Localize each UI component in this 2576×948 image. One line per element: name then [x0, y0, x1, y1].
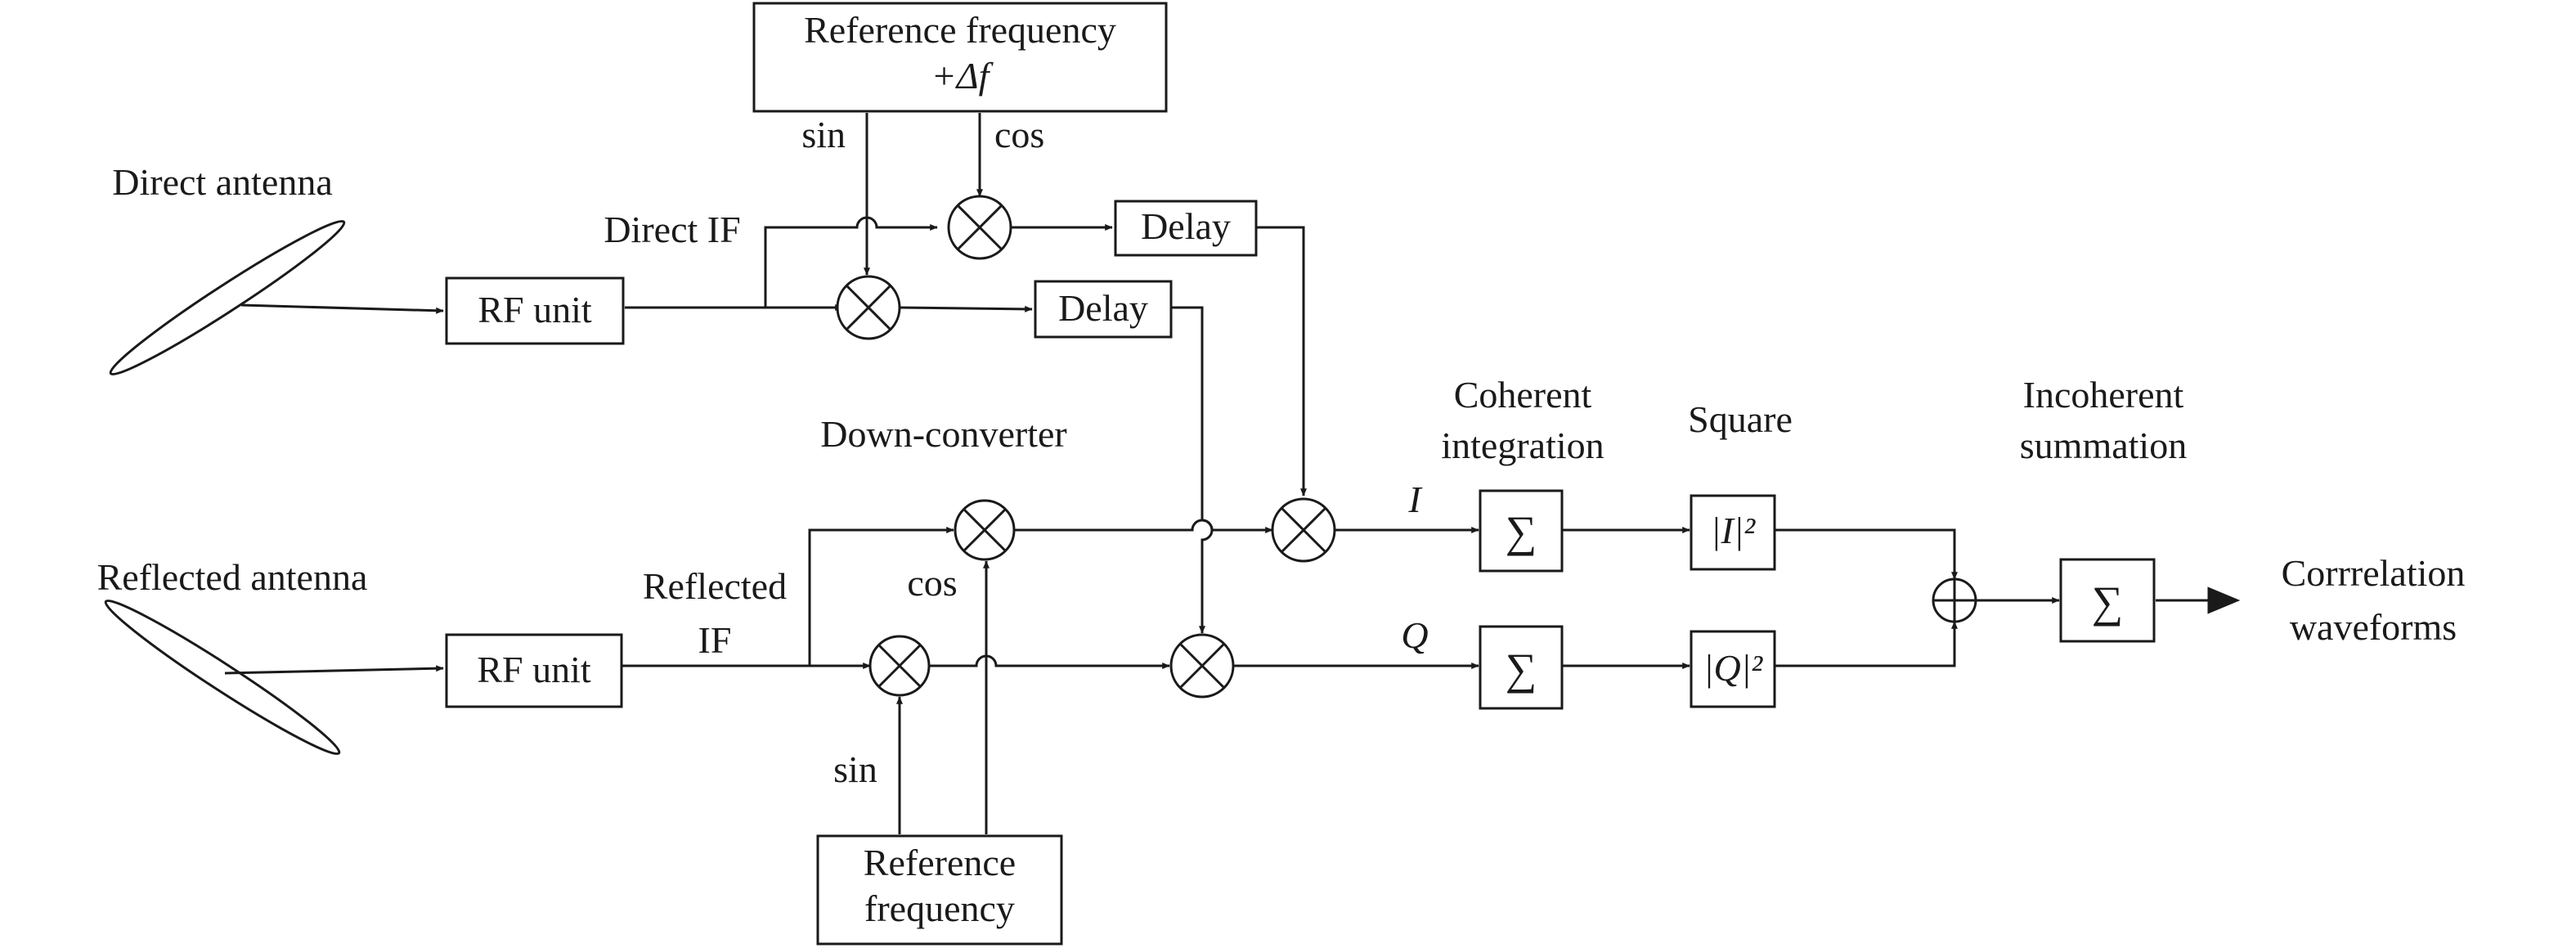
mixer-direct-cos-icon [947, 195, 1012, 260]
delay-mid-block: Delay [1034, 280, 1173, 339]
down-converter-label: Down-converter [820, 413, 1066, 455]
mixer-correlator-i-icon [1271, 497, 1336, 563]
direct-antenna-dish-icon [109, 219, 346, 376]
sin-top-label: sin [801, 114, 846, 155]
square-i-block: |I|² [1690, 494, 1776, 571]
coherent-label-line1: Coherent [1454, 374, 1592, 416]
wire-delay-mid-down [1171, 306, 1214, 634]
adder-plus-icon [1932, 577, 1977, 623]
reflected-antenna: Reflected antenna [97, 556, 368, 756]
rf-unit-top-label: RF unit [478, 289, 592, 330]
direct-if-label: Direct IF [604, 209, 740, 250]
ref-frequency-top-line2: +Δf [931, 55, 994, 97]
mixer-direct-sin-icon [836, 275, 901, 340]
rf-unit-top-block: RF unit [445, 276, 625, 345]
square-label: Square [1688, 398, 1793, 440]
ref-frequency-top-block: Reference frequency +Δf [752, 2, 1168, 113]
incoherent-label-line1: Incoherent [2023, 374, 2184, 416]
wire-square-q-to-adder [1773, 621, 1958, 667]
coherent-label-line2: integration [1441, 425, 1604, 466]
sum-final-symbol: ∑ [2092, 577, 2124, 627]
delay-mid-label: Delay [1058, 287, 1148, 329]
ref-frequency-bottom-block: Reference frequency [816, 834, 1063, 946]
cos-top-label: cos [994, 114, 1044, 155]
ref-frequency-top-line1: Reference frequency [804, 9, 1116, 51]
mixer-down-converter-cos-icon [954, 499, 1016, 561]
signal-wires [224, 113, 2241, 834]
sum-final-block: ∑ [2059, 558, 2156, 643]
wire-dc-sin-out [929, 654, 1170, 669]
delay-top-label: Delay [1141, 205, 1231, 247]
output-label-line2: waveforms [2290, 606, 2457, 648]
rf-unit-bottom-label: RF unit [477, 649, 591, 690]
ref-frequency-bottom-line2: frequency [864, 887, 1015, 929]
cos-bottom-label: cos [907, 562, 957, 604]
mixer-down-converter-sin-icon [868, 635, 931, 697]
i-channel-label: I [1407, 478, 1423, 520]
reflected-if-label-line1: Reflected [643, 565, 787, 607]
reflected-antenna-label: Reflected antenna [97, 556, 368, 598]
wire-reflected-if-upper [808, 527, 954, 666]
square-i-symbol: |I|² [1711, 510, 1757, 551]
sin-bottom-label: sin [833, 748, 877, 790]
sum-i-symbol: ∑ [1506, 507, 1537, 556]
direct-antenna-label: Direct antenna [112, 161, 332, 203]
square-q-symbol: |Q|² [1703, 647, 1764, 689]
delay-top-block: Delay [1114, 200, 1258, 257]
sum-i-block: ∑ [1479, 489, 1564, 573]
q-channel-label: Q [1401, 614, 1428, 656]
wire-reflected-antenna-to-rf [224, 665, 444, 675]
incoherent-label-line2: summation [2020, 425, 2187, 466]
ref-frequency-bottom-line1: Reference [864, 842, 1016, 883]
wire-direct-antenna-to-rf [240, 303, 444, 314]
wire-mixer-sin-to-delay [899, 305, 1033, 312]
wire-delay-top-down [1256, 226, 1307, 496]
output-label-line1: Corrrelation [2282, 552, 2466, 594]
wire-dc-cos-out [1012, 519, 1273, 533]
reflected-antenna-dish-icon [104, 599, 341, 756]
mixer-correlator-q-icon [1169, 633, 1235, 699]
direct-antenna: Direct antenna [109, 161, 346, 376]
sum-q-symbol: ∑ [1506, 645, 1537, 694]
square-q-block: |Q|² [1690, 630, 1776, 708]
reflected-if-label-line2: IF [698, 619, 732, 661]
rf-unit-bottom-block: RF unit [445, 633, 623, 708]
sum-q-block: ∑ [1479, 625, 1564, 710]
wire-square-i-to-adder [1773, 528, 1958, 580]
